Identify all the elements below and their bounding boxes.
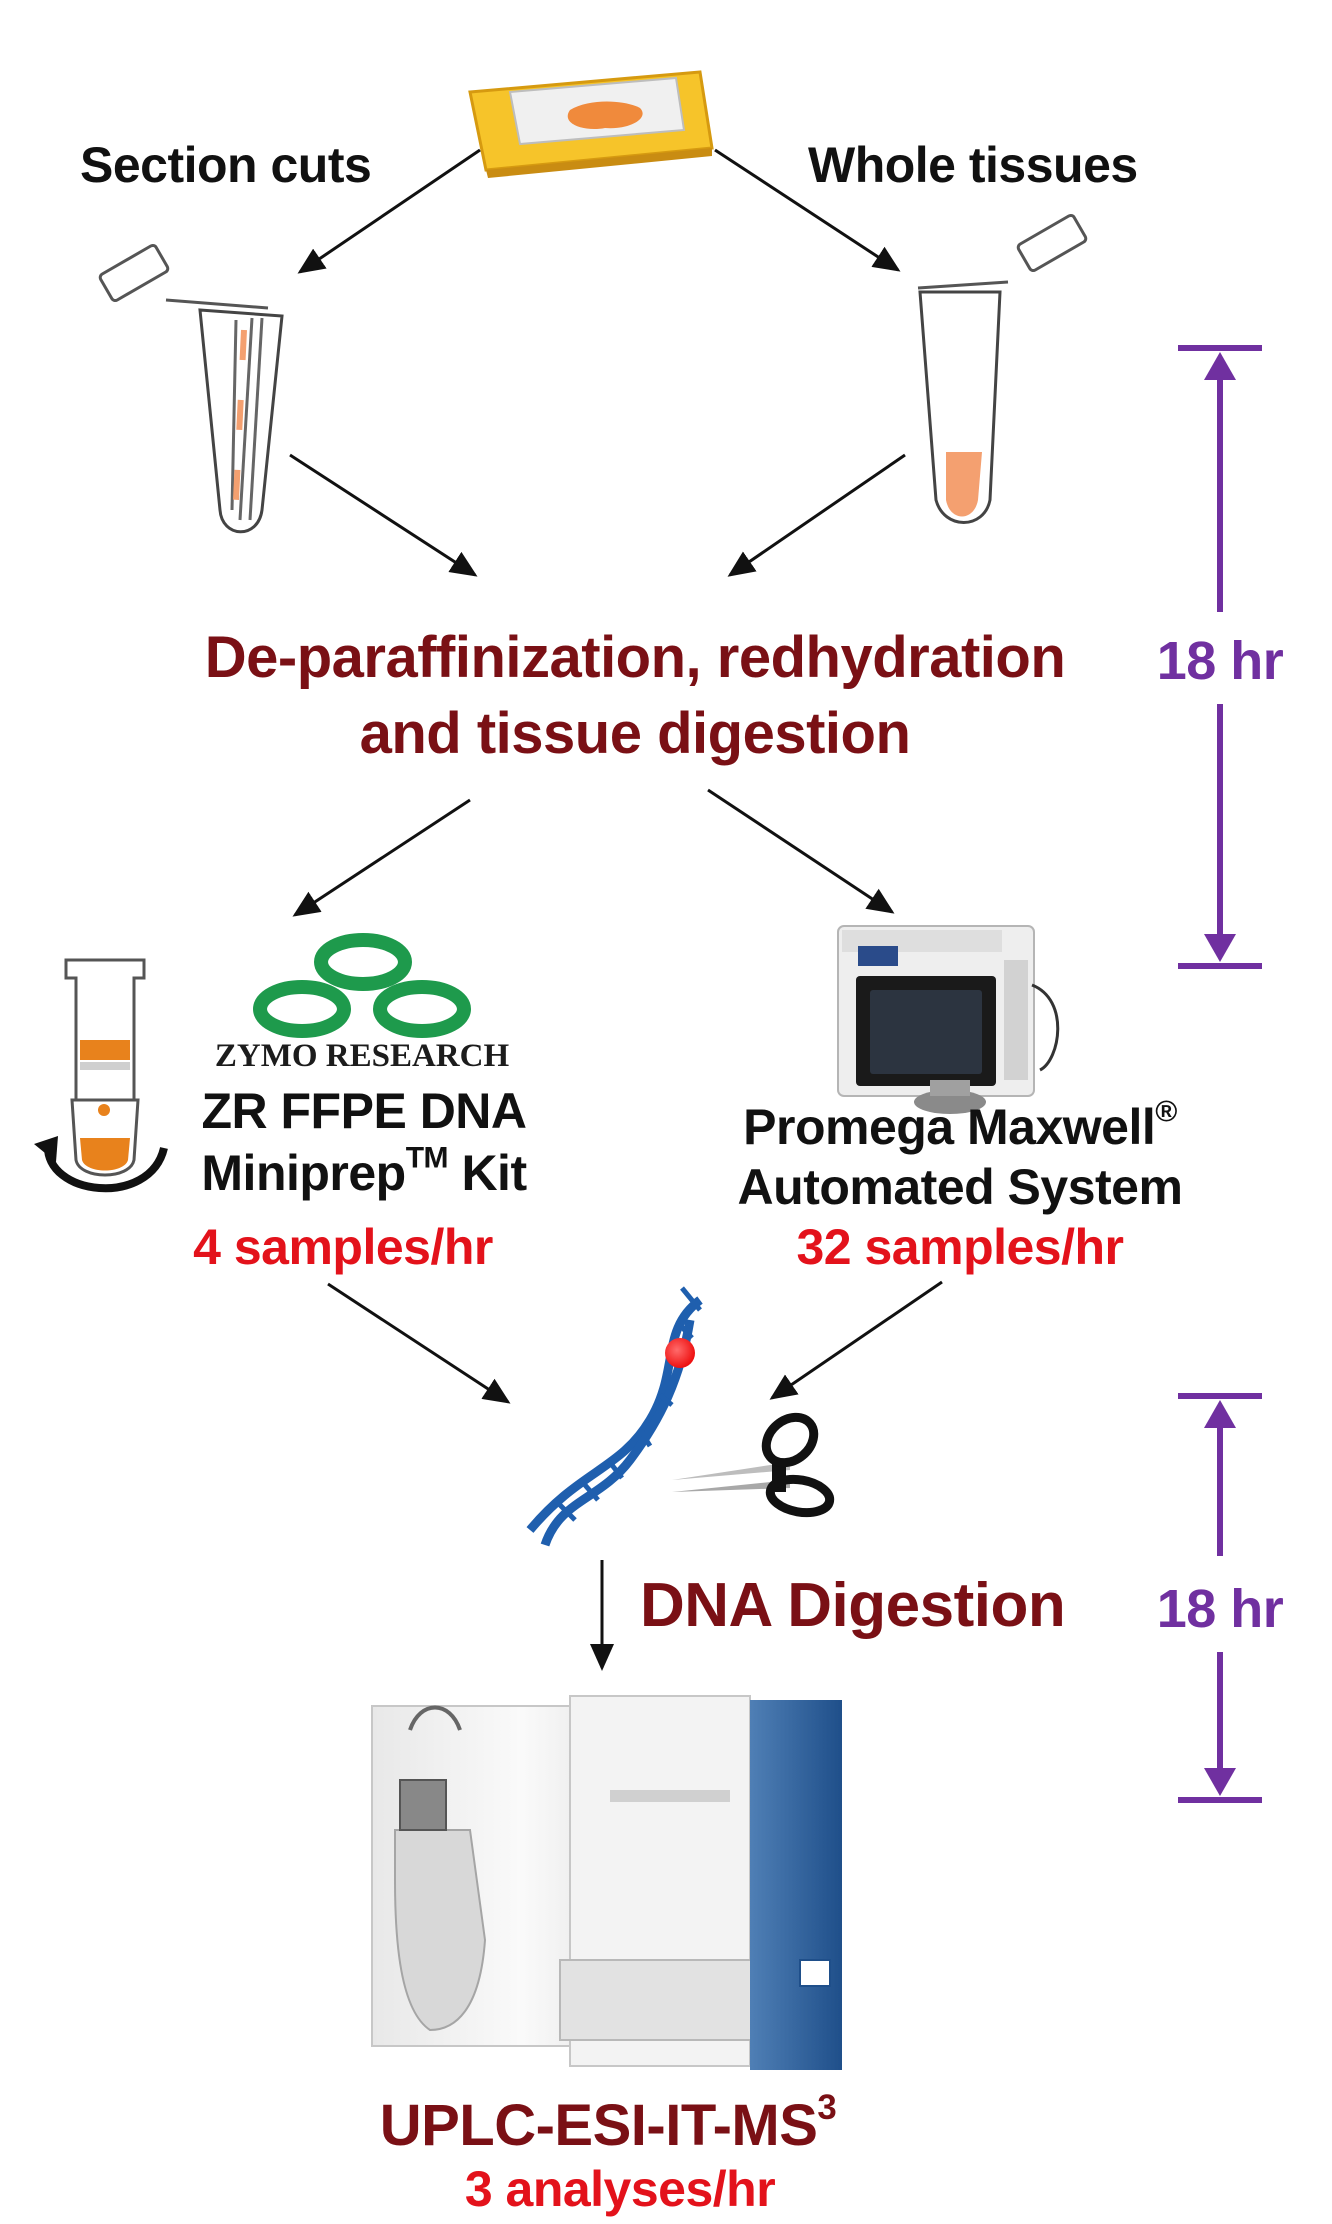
arrow-step1-to-zymo <box>292 798 471 917</box>
arrow-maxwell-to-digestion <box>769 1280 943 1400</box>
arrow-to-whole-tissues <box>714 148 901 272</box>
dna-digestion-label: DNA Digestion <box>640 1571 1066 1640</box>
tube-with-tissue-icon <box>917 213 1088 524</box>
arrow-sections-to-step1 <box>289 453 478 577</box>
promega-line2: Automated System <box>737 1159 1183 1215</box>
dna-helix-icon <box>526 1286 703 1547</box>
zymo-kit-line2-tail: Kit <box>448 1145 527 1201</box>
zymo-kit-trademark: TM <box>405 1141 449 1175</box>
zymo-logo-text: ZYMO RESEARCH <box>214 1038 510 1074</box>
mass-spectrometer-icon <box>371 1695 842 2070</box>
time-bar-1 <box>1178 345 1262 969</box>
zymo-throughput: 4 samples/hr <box>193 1219 493 1275</box>
spin-column-icon <box>34 958 168 1193</box>
step1-title-line1: De-paraffinization, redhydration <box>204 625 1066 690</box>
time-label-2: 18 hr <box>1156 1579 1284 1639</box>
arrow-tissues-to-step1 <box>727 453 906 577</box>
arrow-step1-to-maxwell <box>707 788 895 914</box>
section-cuts-label: Section cuts <box>80 137 372 193</box>
time-label-1: 18 hr <box>1156 631 1284 691</box>
tube-with-sections-icon <box>98 243 284 534</box>
ms-method-superscript: 3 <box>817 2087 837 2127</box>
zymo-logo-icon <box>253 933 471 1038</box>
zymo-kit-line1: ZR FFPE DNA <box>201 1083 527 1139</box>
ms-throughput: 3 analyses/hr <box>464 2161 776 2217</box>
promega-throughput: 32 samples/hr <box>796 1219 1124 1275</box>
zymo-kit-line2-main: Miniprep <box>201 1145 406 1201</box>
promega-line1: Promega Maxwell® <box>743 1095 1177 1156</box>
time-bar-2 <box>1178 1393 1262 1803</box>
arrow-to-section-cuts <box>297 148 481 274</box>
step1-title-line2: and tissue digestion <box>359 701 911 766</box>
whole-tissues-label: Whole tissues <box>808 137 1138 193</box>
promega-line1-main: Promega Maxwell <box>743 1099 1156 1155</box>
promega-registered-mark: ® <box>1155 1095 1177 1129</box>
ms-method-main: UPLC-ESI-IT-MS <box>379 2093 818 2158</box>
ms-method-label: UPLC-ESI-IT-MS3 <box>379 2090 837 2159</box>
tissue-cassette-icon <box>468 70 714 178</box>
scissors-icon <box>672 1412 835 1518</box>
arrow-zymo-to-digestion <box>327 1282 511 1404</box>
maxwell-instrument-icon <box>837 925 1060 1114</box>
zymo-kit-line2: MiniprepTM Kit <box>201 1141 527 1202</box>
